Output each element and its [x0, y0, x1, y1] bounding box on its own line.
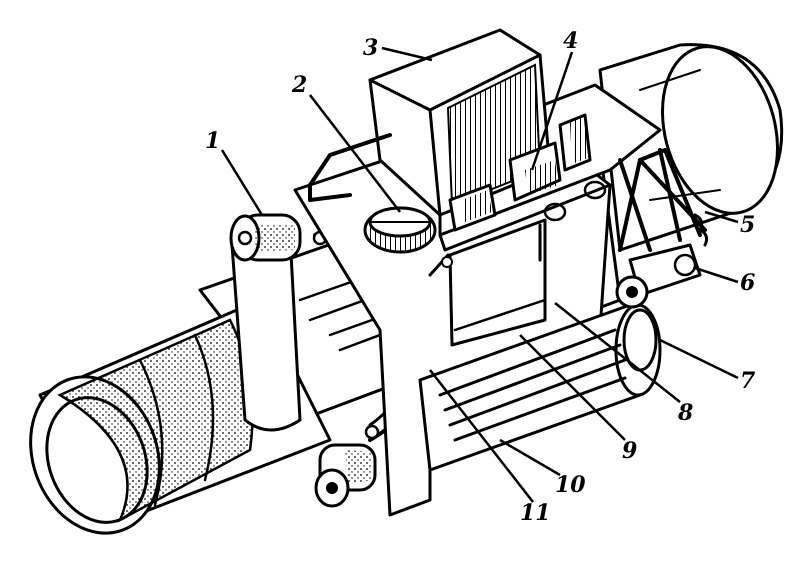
- callout-9: 9: [622, 438, 637, 464]
- tape-roll-1: [229, 213, 302, 262]
- side-panel: [448, 218, 547, 347]
- leader-lines: [220, 46, 739, 503]
- callout-7: 7: [740, 368, 756, 394]
- tape-roll-lower: [314, 443, 377, 508]
- callout-1: 1: [205, 128, 220, 154]
- spring-truss: [618, 148, 709, 252]
- guide-rod: [308, 133, 542, 277]
- callout-5: 5: [740, 212, 755, 238]
- callout-labels: 1 2 3 4 5 6 7 8 9 10 11: [205, 28, 756, 526]
- callout-2: 2: [291, 72, 307, 98]
- tape-strip: [230, 233, 302, 432]
- callout-10: 10: [555, 472, 586, 498]
- callout-3: 3: [363, 35, 378, 61]
- tension-roller: [615, 243, 702, 309]
- callout-8: 8: [677, 400, 693, 426]
- callout-4: 4: [563, 28, 578, 54]
- gear: [363, 206, 437, 254]
- callout-11: 11: [520, 500, 551, 526]
- callout-6: 6: [740, 270, 755, 296]
